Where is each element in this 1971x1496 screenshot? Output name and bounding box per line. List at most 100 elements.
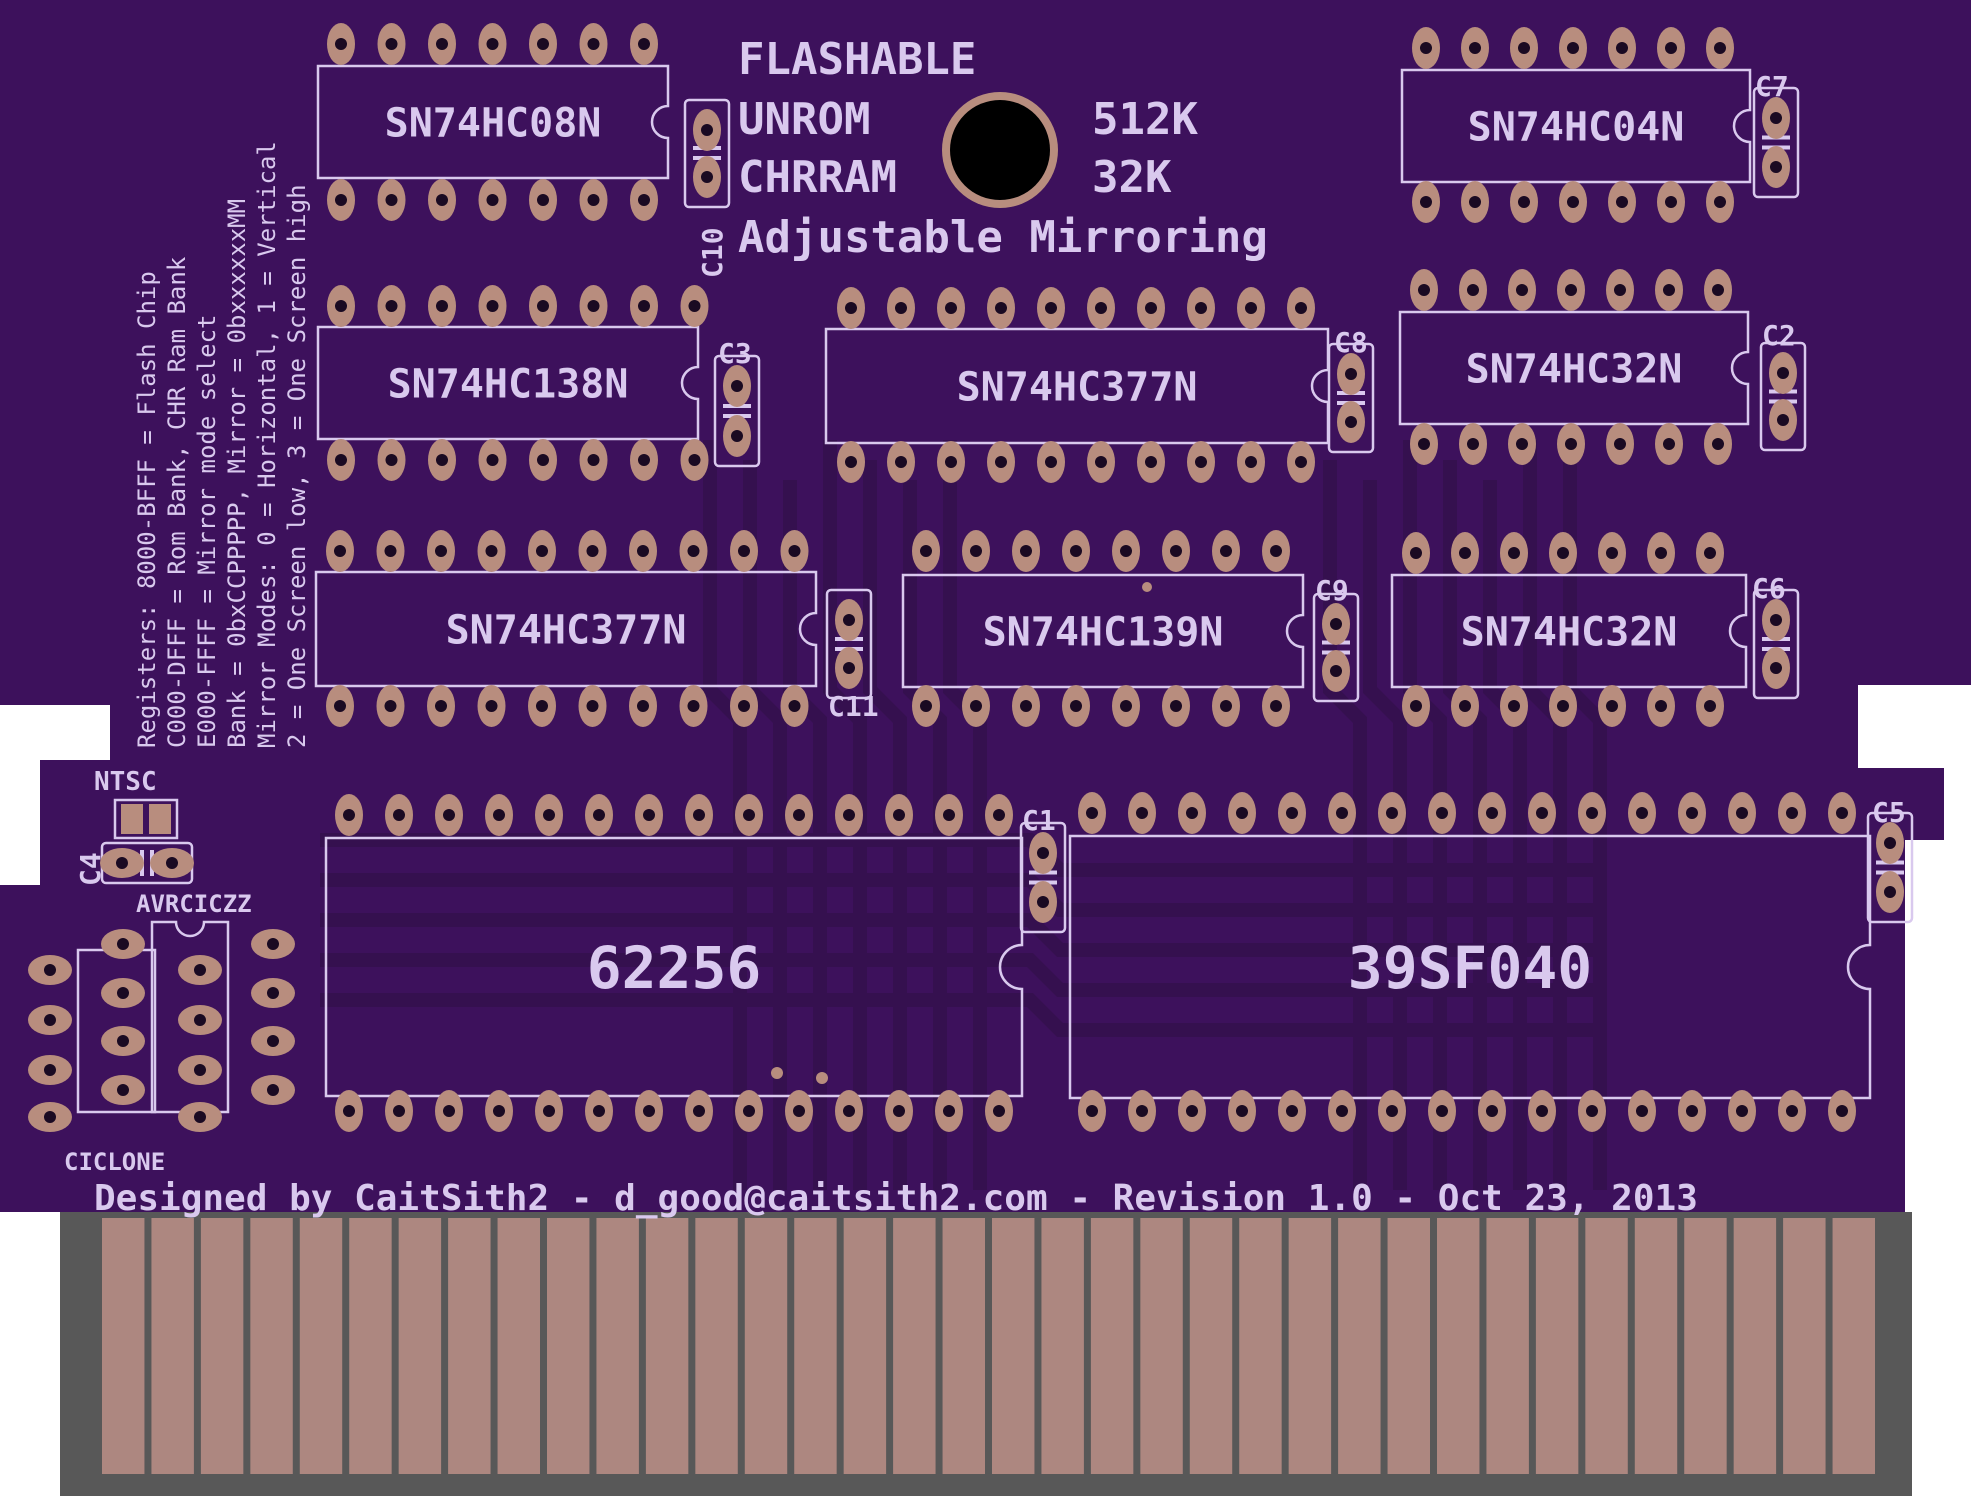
register-line-2: C000-DFFF = Rom Bank, CHR Ram Bank [163, 256, 191, 748]
pin-pad [630, 285, 658, 327]
chip-u-hc377-bottom: SN74HC377N [314, 530, 818, 727]
edge-finger [398, 1218, 442, 1474]
edge-finger [497, 1218, 540, 1474]
chip-u-hc377-top: SN74HC377N [824, 287, 1330, 483]
chip-outline [316, 325, 700, 441]
pin-pad [630, 23, 658, 65]
pin-pad [1212, 530, 1240, 572]
pin-pad [935, 1090, 963, 1132]
chip-outline [1390, 573, 1748, 689]
pin-pad [630, 179, 658, 221]
pin-pad [1412, 27, 1440, 69]
pin-pad [962, 685, 990, 727]
pin-pad [1557, 423, 1585, 465]
pin-pad [478, 179, 507, 221]
pin-pad [585, 794, 613, 836]
pin-pad [385, 1090, 413, 1132]
chip-label: SN74HC138N [388, 361, 629, 407]
edge-finger [942, 1218, 985, 1474]
pin-pad [735, 794, 763, 836]
pin-pad [585, 1090, 613, 1132]
pin-pad [101, 1026, 145, 1056]
pin-pad [578, 685, 607, 727]
pin-pad [1500, 685, 1528, 727]
edge-finger [1486, 1218, 1529, 1474]
edge-finger [250, 1218, 293, 1474]
pin-pad [178, 1005, 222, 1035]
title-flashable: FLASHABLE [738, 34, 976, 85]
pin-pad [1262, 530, 1290, 572]
ntsc-jumper-outline [113, 798, 179, 840]
pin-pad [1378, 792, 1406, 834]
register-line-5: Mirror Modes: 0 = Horizontal, 1 = Vertic… [253, 141, 281, 748]
pin-pad [1647, 532, 1675, 574]
pin-pad [1128, 1090, 1156, 1132]
pin-pad [1828, 1090, 1856, 1132]
pin-pad [1378, 1090, 1406, 1132]
edge-finger [744, 1218, 788, 1474]
pin-pad [1062, 685, 1090, 727]
pin-pad [837, 441, 865, 483]
pin-pad [326, 685, 354, 727]
via [771, 1067, 783, 1079]
pin-pad [579, 439, 608, 481]
pin-pad [327, 285, 355, 327]
capacitor-label: C7 [1755, 70, 1789, 103]
pin-pad [1322, 650, 1350, 692]
pin-pad [912, 685, 940, 727]
pin-pad [1178, 1090, 1206, 1132]
pin-pad [435, 794, 463, 836]
pin-pad [1655, 423, 1683, 465]
pin-pad [1322, 603, 1350, 645]
pin-pad [885, 1090, 913, 1132]
pin-pad [1510, 181, 1538, 223]
chip-u-hc08: SN74HC08N [316, 23, 670, 221]
pin-pad [478, 23, 507, 65]
pin-pad [28, 1005, 72, 1035]
edge-finger [200, 1218, 244, 1474]
capacitor-c3: C3 [713, 337, 761, 468]
pin-pad [937, 441, 965, 483]
edge-finger [1634, 1218, 1678, 1474]
pin-pad [579, 179, 608, 221]
pin-pad [1769, 352, 1797, 394]
edge-finger [1239, 1218, 1282, 1474]
pin-pad [1778, 1090, 1806, 1132]
pin-pad [251, 978, 295, 1008]
pin-pad [1510, 27, 1538, 69]
pin-pad [1451, 685, 1479, 727]
pin-pad [528, 685, 556, 727]
chip-u-hc32-top: SN74HC32N [1398, 269, 1750, 465]
edge-finger [1041, 1218, 1084, 1474]
pin-pad [693, 109, 721, 151]
pin-pad [1762, 97, 1790, 139]
pin-pad [887, 287, 915, 329]
pin-pad [1187, 287, 1215, 329]
pin-pad [680, 285, 709, 327]
pin-pad [327, 23, 355, 65]
register-notes: Registers: 8000-BFFF = Flash Chip C000-D… [133, 141, 311, 748]
ntsc-label: NTSC [94, 767, 157, 797]
pin-pad [1228, 1090, 1256, 1132]
pin-pad [477, 685, 506, 727]
pin-pad [529, 179, 557, 221]
edge-finger [1090, 1218, 1134, 1474]
pin-pad [327, 439, 355, 481]
pin-pad [478, 439, 507, 481]
pin-pad [1328, 1090, 1356, 1132]
pin-pad [1428, 1090, 1456, 1132]
size-prg: 512K [1092, 94, 1198, 145]
chip-label: SN74HC04N [1468, 104, 1685, 150]
pin-pad [101, 929, 145, 959]
chip-u-62256: 62256 [324, 794, 1024, 1132]
pin-pad [1678, 792, 1706, 834]
title-unrom: UNROM [738, 94, 870, 145]
chip-label: SN74HC377N [957, 364, 1198, 410]
cic-outline-inner [150, 920, 230, 1114]
pin-pad [1337, 353, 1365, 395]
pin-pad [1559, 27, 1587, 69]
edge-finger [1684, 1218, 1727, 1474]
chip-label: 62256 [587, 934, 762, 1002]
pin-pad [1037, 441, 1065, 483]
pin-pad [1762, 599, 1790, 641]
